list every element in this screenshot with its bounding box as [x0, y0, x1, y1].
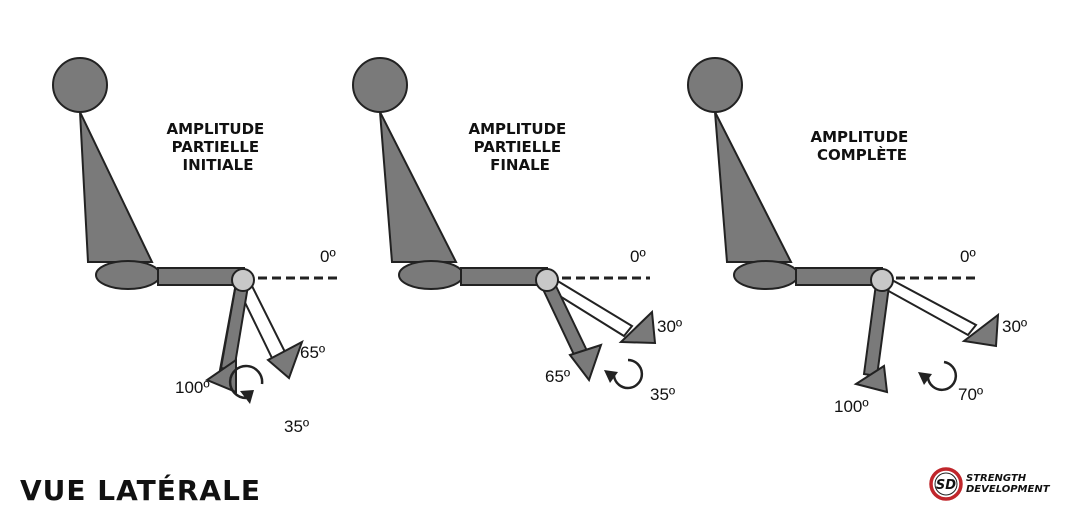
leg-start-1 [219, 282, 250, 372]
torso-1 [79, 111, 154, 263]
foot-end-1 [266, 339, 304, 380]
angle-end-2: 30º [657, 317, 682, 336]
thigh-3 [795, 267, 883, 286]
thigh-2 [460, 267, 548, 286]
head-2 [352, 57, 408, 113]
knee-joint-1 [231, 268, 255, 292]
angle-range-1: 35º [284, 417, 309, 436]
torso-3 [714, 111, 793, 263]
rotation-arrowhead-3 [918, 372, 932, 385]
angle-ref-3: 0º [960, 247, 976, 266]
rotation-arrowhead-2 [604, 370, 618, 383]
angle-end-3: 30º [1002, 317, 1027, 336]
foot-end-3 [961, 312, 1000, 348]
rotation-arrow-3 [926, 360, 958, 392]
foot-start-1 [204, 358, 237, 394]
hip-3 [733, 260, 799, 290]
logo-mark-icon: SD [929, 467, 963, 501]
foot-end-2 [618, 309, 657, 345]
strength-development-logo: SD STRENGTH DEVELOPMENT [928, 463, 1068, 505]
logo-line-development: DEVELOPMENT [966, 484, 1050, 495]
torso-2 [379, 111, 458, 263]
panel-full-range: AMPLITUDE COMPLÈTE 0º 30º 100º 70º [687, 57, 1027, 416]
rotation-arrow-1 [228, 364, 264, 400]
angle-ref-2: 0º [630, 247, 646, 266]
angle-range-3: 70º [958, 385, 983, 404]
logo-initials: SD [936, 478, 956, 493]
knee-joint-3 [870, 268, 894, 292]
logo-line-strength: STRENGTH [966, 473, 1027, 484]
hip-1 [95, 260, 161, 290]
panel-partial-initial: AMPLITUDE PARTIELLE INITIALE 0º 65º 100º… [52, 57, 342, 436]
angle-start-2: 65º [545, 367, 570, 386]
rotation-arrowhead-1 [240, 390, 254, 404]
angle-start-3: 100º [834, 397, 869, 416]
leg-start-3 [862, 282, 891, 378]
panel-title-3: AMPLITUDE COMPLÈTE [810, 128, 913, 164]
head-1 [52, 57, 108, 113]
thigh-1 [157, 267, 245, 286]
foot-start-3 [853, 364, 889, 394]
panel-title-2: AMPLITUDE PARTIELLE FINALE [468, 120, 571, 174]
view-title: VUE LATÉRALE [20, 474, 262, 507]
hip-2 [398, 260, 464, 290]
logo-wordmark: STRENGTH DEVELOPMENT [966, 473, 1050, 495]
angle-range-2: 35º [650, 385, 675, 404]
panel-partial-final: AMPLITUDE PARTIELLE FINALE 0º 30º 65º 35… [352, 57, 682, 404]
knee-joint-2 [535, 268, 559, 292]
seated-figure-3 [687, 57, 883, 290]
rotation-arrow-2 [612, 358, 644, 390]
angle-start-1: 100º [175, 378, 210, 397]
panel-title-1: AMPLITUDE PARTIELLE INITIALE [166, 120, 269, 174]
head-3 [687, 57, 743, 113]
angle-ref-1: 0º [320, 247, 336, 266]
foot-start-2 [568, 343, 603, 383]
seated-figure-1 [52, 57, 245, 290]
seated-figure-2 [352, 57, 548, 290]
angle-end-1: 65º [300, 343, 325, 362]
